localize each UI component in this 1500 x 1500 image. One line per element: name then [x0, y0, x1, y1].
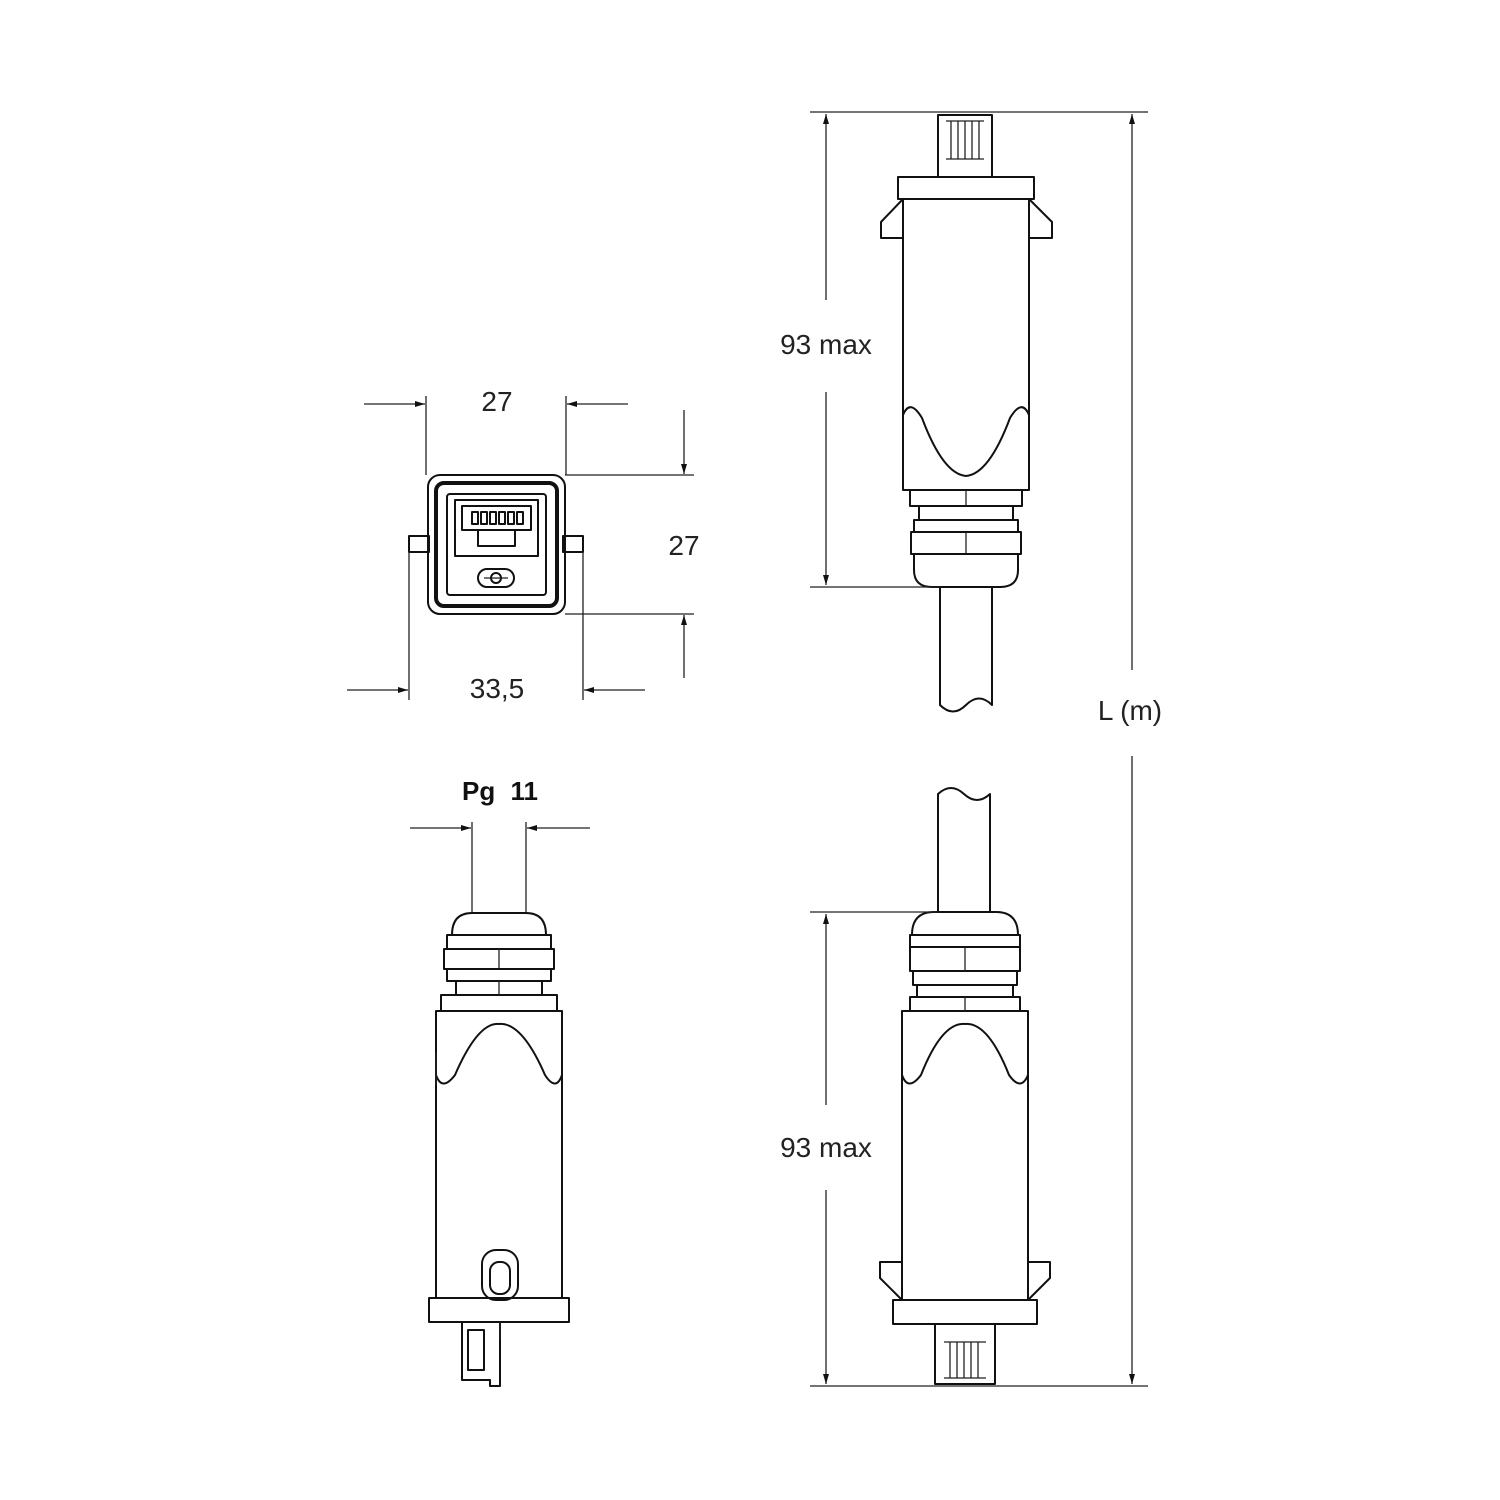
gland-label-prefix: Pg	[462, 776, 495, 806]
gland-label: Pg 11	[462, 776, 538, 806]
top-connector	[880, 114, 1053, 713]
flange-width-label: 33,5	[470, 673, 525, 704]
length-dimensions: 93 max 93 max L (m)	[780, 111, 1162, 1387]
side-view: Pg 11	[410, 776, 590, 1387]
bottom-length-label: 93 max	[780, 1132, 872, 1163]
front-width-label: 27	[481, 386, 512, 417]
coding-key-icon	[477, 568, 515, 588]
bottom-connector	[879, 787, 1051, 1385]
cable-length-label: L (m)	[1098, 695, 1162, 726]
rj45-socket-icon	[454, 499, 539, 557]
top-length-label: 93 max	[780, 329, 872, 360]
front-height-label: 27	[668, 530, 699, 561]
front-view: 27 27 33,5	[347, 386, 700, 704]
gland-label-size: 11	[510, 776, 538, 806]
